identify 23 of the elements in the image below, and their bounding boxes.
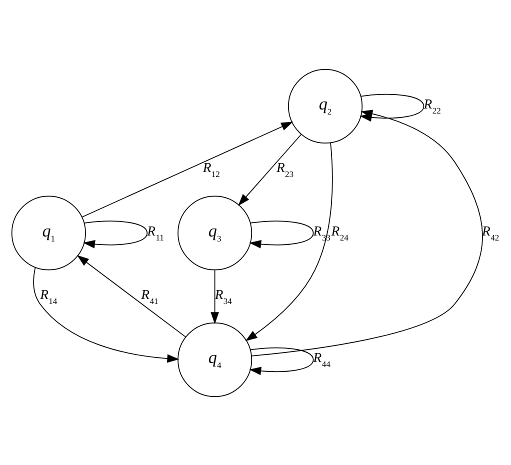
edge-label: R$_{34}$ [214, 286, 232, 306]
arrow [83, 220, 148, 248]
arrow [33, 266, 180, 362]
edge-label: R$_{11}$ [147, 222, 164, 242]
edge-label: R$_{12}$ [202, 160, 220, 179]
arrow [251, 109, 483, 356]
node-circle: q$_{4}$ [178, 322, 252, 396]
arrow [238, 133, 302, 206]
arrow [210, 269, 220, 324]
arrow [76, 254, 186, 337]
node-circle: q$_{2}$ [288, 68, 363, 143]
edge-label: R$_{44}$ [313, 350, 330, 369]
edge-label: R$_{14}$ [40, 286, 58, 306]
node-circle: q$_{3}$ [178, 195, 252, 270]
arrow [249, 220, 314, 248]
edge-label: R$_{41}$ [141, 286, 158, 306]
edge-label: R$_{22}$ [424, 96, 441, 116]
edge-label: R$_{24}$ [331, 222, 348, 242]
arrow [245, 142, 333, 341]
node-circle: q$_{1}$ [11, 195, 86, 270]
arrow [82, 121, 294, 218]
arrow [249, 346, 314, 375]
edge-label: R$_{23}$ [276, 160, 294, 179]
